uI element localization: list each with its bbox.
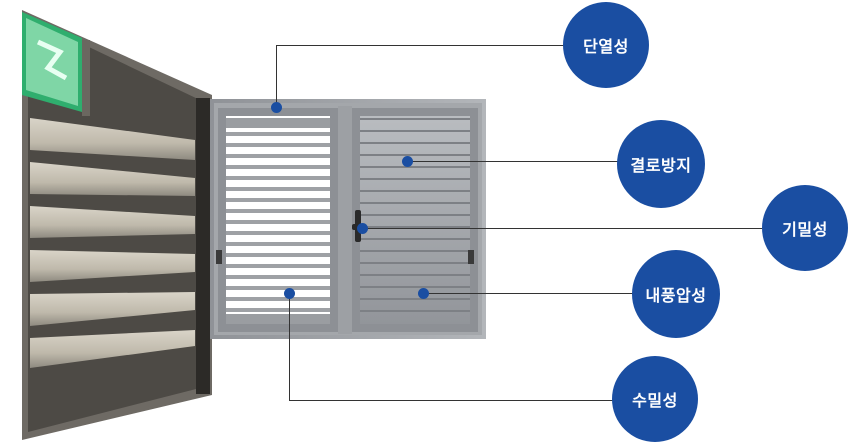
callout-label: 기밀성 — [782, 220, 828, 239]
window-frame — [210, 99, 486, 339]
closed-louver-seam — [360, 286, 470, 288]
open-louver-slat — [226, 165, 330, 169]
open-louver-slat — [226, 132, 330, 136]
closed-louver-seam — [360, 178, 470, 180]
open-louver-slat — [226, 297, 330, 301]
closed-louver-seam — [360, 154, 470, 156]
marker-dot-watertight — [284, 288, 295, 299]
open-louver-slat — [226, 275, 330, 279]
marker-dot-insulation — [271, 102, 282, 113]
marker-dot-condensation — [402, 156, 413, 167]
open-louver-slat — [226, 187, 330, 191]
open-louver-slat — [226, 154, 330, 158]
open-louver-slat — [226, 286, 330, 290]
callout-insulation: 단열성 — [563, 2, 649, 88]
leader-line-airtight — [362, 228, 762, 229]
callout-wind: 내풍압성 — [632, 250, 720, 338]
callout-airtight: 기밀성 — [762, 185, 848, 271]
callout-label: 결로방지 — [630, 156, 692, 175]
open-louver-slat — [226, 209, 330, 213]
open-shutter-panel — [22, 10, 212, 440]
closed-louver-seam — [360, 262, 470, 264]
closed-louver-seam — [360, 166, 470, 168]
closed-louver-seam — [360, 214, 470, 216]
leader-line-condensation — [407, 161, 619, 162]
open-louver-slat — [226, 176, 330, 180]
open-louver-slat — [226, 253, 330, 257]
open-louver-slat — [226, 198, 330, 202]
closed-louver-seam — [360, 310, 470, 312]
leader-line-watertight-v — [289, 293, 290, 401]
closed-louver-seam — [360, 190, 470, 192]
callout-label: 단열성 — [583, 37, 629, 56]
open-louver-slat — [226, 242, 330, 246]
callout-label: 수밀성 — [632, 391, 678, 410]
closed-louver-seam — [360, 226, 470, 228]
open-louver-slat — [226, 220, 330, 224]
closed-louver-seam — [360, 130, 470, 132]
leader-line-wind — [423, 293, 635, 294]
leader-line-watertight-h — [289, 400, 614, 401]
open-louver-slat — [226, 264, 330, 268]
callout-label: 내풍압성 — [645, 286, 707, 305]
closed-louver-seam — [360, 274, 470, 276]
marker-dot-airtight — [357, 223, 368, 234]
closed-louver-seam — [360, 250, 470, 252]
callout-watertight: 수밀성 — [612, 356, 698, 442]
closed-louver-seam — [360, 238, 470, 240]
closed-louver-seam — [360, 202, 470, 204]
closed-louver-seam — [360, 118, 470, 120]
leader-line-insulation-h — [276, 45, 566, 46]
open-louver-slat — [226, 231, 330, 235]
callout-condensation: 결로방지 — [617, 120, 705, 208]
marker-dot-wind — [418, 288, 429, 299]
open-louver-slat — [226, 308, 330, 312]
leader-line-insulation-v — [276, 45, 277, 107]
closed-louver-seam — [360, 298, 470, 300]
open-louver-slat — [226, 143, 330, 147]
closed-louver-seam — [360, 142, 470, 144]
